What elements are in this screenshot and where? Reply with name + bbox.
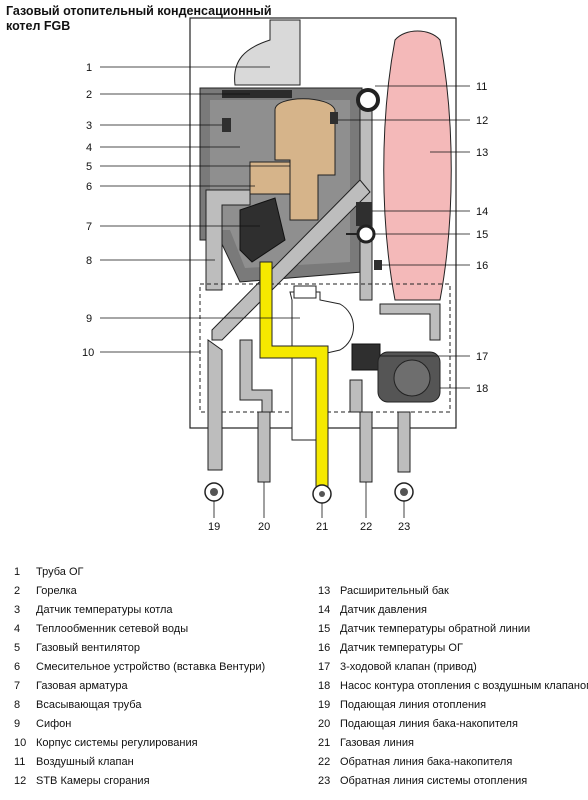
flue-temp-sensor (374, 260, 382, 270)
bottom-pipes (207, 303, 441, 483)
title-line-2: котел FGB (6, 19, 71, 33)
callout-8: 8 (86, 255, 92, 267)
callout-5: 5 (86, 161, 92, 173)
callout-6: 6 (86, 181, 92, 193)
gas-valve (239, 197, 286, 263)
callout-11: 11 (476, 81, 487, 93)
heating-pump (377, 351, 441, 403)
siphon (289, 285, 354, 441)
pressure-sensor (356, 202, 372, 226)
callout-23: 23 (398, 521, 410, 533)
callout-17: 17 (476, 351, 488, 363)
burner (222, 90, 292, 98)
boiler-temp-sensor (222, 118, 231, 132)
figure-title: Газовый отопительный конденсационный кот… (6, 4, 272, 34)
callout-22: 22 (360, 521, 372, 533)
callout-7: 7 (86, 221, 92, 233)
callout-14: 14 (476, 206, 488, 218)
callout-1: 1 (86, 62, 92, 74)
callout-2: 2 (86, 89, 92, 101)
leader-lines (100, 66, 470, 518)
expansion-tank (383, 30, 452, 301)
callout-12: 12 (476, 115, 488, 127)
fitting-21 (312, 484, 332, 504)
title-line-1: Газовый отопительный конденсационный (6, 4, 272, 18)
callout-4: 4 (86, 142, 92, 154)
callout-3: 3 (86, 120, 92, 132)
callout-9: 9 (86, 313, 92, 325)
callout-16: 16 (476, 260, 488, 272)
boiler-diagram: 1 2 3 4 5 6 7 8 9 10 11 12 13 14 15 16 1… (82, 17, 488, 533)
callout-19: 19 (208, 521, 220, 533)
callout-18: 18 (476, 383, 488, 395)
venturi-mixer (249, 161, 291, 195)
fitting-19 (204, 482, 224, 502)
callout-21: 21 (316, 521, 328, 533)
callout-10: 10 (82, 347, 94, 359)
stb-sensor (330, 112, 338, 124)
callout-20: 20 (258, 521, 270, 533)
callout-15: 15 (476, 229, 488, 241)
callout-13: 13 (476, 147, 488, 159)
diagonal-pipe (211, 179, 371, 341)
fitting-23 (394, 482, 414, 502)
three-way-valve (351, 343, 381, 371)
flue-pipe (234, 19, 301, 86)
